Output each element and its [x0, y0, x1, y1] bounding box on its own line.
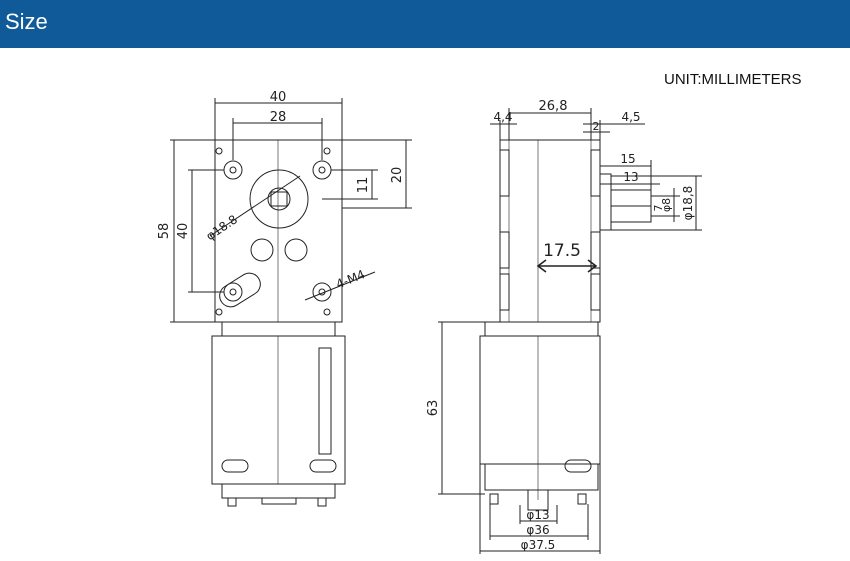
front-mount-holes — [223, 160, 332, 302]
dim-right-gap: 2 — [593, 120, 600, 133]
side-shaft-boss — [599, 173, 612, 231]
dim-center-width: 17.5 — [543, 241, 581, 261]
side-view — [438, 108, 702, 554]
header-bar: Size — [0, 0, 850, 48]
dim-height-overall: 58 — [157, 223, 172, 240]
front-motor-slot — [221, 459, 249, 473]
side-motor-shaft — [527, 489, 549, 511]
dim-mount-holes: 4-M4 — [334, 267, 367, 291]
side-motor-slot — [564, 459, 592, 473]
side-motor-endcap — [484, 463, 599, 491]
front-view — [170, 98, 412, 507]
page-title: Size — [5, 9, 48, 34]
dim-motor-body-diameter: φ36 — [526, 523, 549, 537]
dim-shaft-flat: 7 — [652, 205, 665, 212]
front-shaft — [267, 187, 291, 211]
dim-motor-can-diameter: φ37.5 — [521, 538, 556, 552]
dim-boss-diameter: φ18.8 — [203, 212, 240, 243]
dim-width-overall: 40 — [270, 90, 287, 105]
dim-right-flange: 4,5 — [621, 110, 640, 124]
corner-hole — [215, 308, 223, 316]
dim-shaft-length: 15 — [620, 152, 635, 166]
side-terminal — [489, 493, 499, 505]
side-gearbox-outline — [499, 139, 601, 323]
front-shaft-flat — [270, 191, 288, 207]
dim-shaft-offset-side: 20 — [390, 167, 405, 184]
dim-left-flange: 4,4 — [493, 110, 512, 124]
side-terminal — [577, 493, 587, 505]
front-motor-body — [211, 335, 346, 485]
front-terminal — [317, 497, 327, 507]
dim-hole-spacing-horizontal: 28 — [270, 110, 287, 125]
unit-label: UNIT:MILLIMETERS — [664, 71, 802, 88]
dim-shaft-diameter: φ8 — [660, 198, 673, 212]
dim-gearbox-depth: 26,8 — [539, 99, 568, 114]
side-motor-collar — [484, 321, 599, 337]
dim-side-boss-diameter: φ18,8 — [681, 186, 695, 221]
corner-hole — [323, 147, 331, 155]
corner-hole — [323, 308, 331, 316]
dim-shaft-key-length: 13 — [623, 170, 638, 184]
front-slot-hole — [219, 272, 261, 308]
front-motor-shaft — [261, 497, 297, 505]
front-motor-collar — [221, 321, 336, 337]
dim-shaft-offset-top: 11 — [356, 177, 371, 194]
front-motor-strap — [318, 347, 332, 455]
front-gear-hole — [250, 238, 274, 262]
dim-motor-shaft-diameter: φ13 — [526, 508, 549, 522]
front-motor-slot — [309, 459, 337, 473]
side-motor-body — [479, 335, 601, 465]
dim-motor-length: 63 — [426, 400, 441, 417]
front-shaft-boss — [249, 169, 309, 229]
front-gear-hole — [284, 238, 308, 262]
dim-hole-spacing-vertical: 40 — [176, 223, 191, 240]
corner-hole — [215, 147, 223, 155]
front-terminal — [227, 497, 237, 507]
front-motor-endcap — [221, 483, 336, 499]
